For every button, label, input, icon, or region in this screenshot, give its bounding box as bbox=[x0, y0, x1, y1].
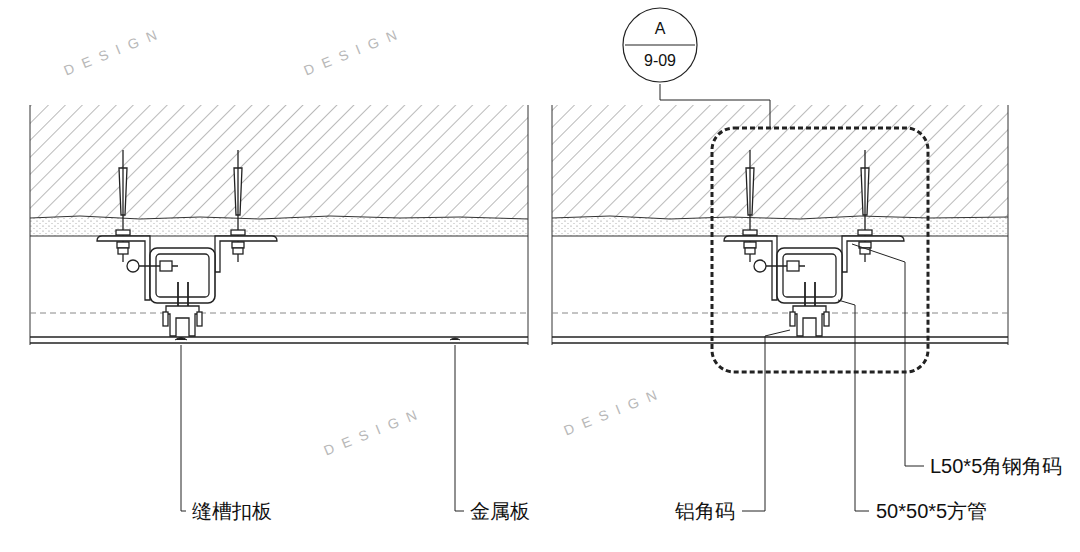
part-label: 铝角码 bbox=[675, 499, 735, 523]
watermark: DESIGN bbox=[60, 20, 169, 83]
part-label: 金属板 bbox=[470, 499, 530, 523]
watermark: DESIGN bbox=[300, 20, 409, 83]
detail-callout: A 9-09 bbox=[622, 7, 698, 83]
detail-letter: A bbox=[622, 20, 698, 38]
left-panel bbox=[30, 105, 528, 511]
part-label: L50*5角钢角码 bbox=[930, 454, 1062, 478]
right-panel bbox=[552, 84, 1008, 511]
part-label: 缝槽扣板 bbox=[192, 499, 272, 523]
sheet-number: 9-09 bbox=[622, 52, 698, 70]
watermark: DESIGN bbox=[320, 400, 429, 463]
callout-circle bbox=[622, 7, 698, 83]
part-label: 50*50*5方管 bbox=[876, 499, 987, 523]
watermark: DESIGN bbox=[560, 380, 669, 443]
